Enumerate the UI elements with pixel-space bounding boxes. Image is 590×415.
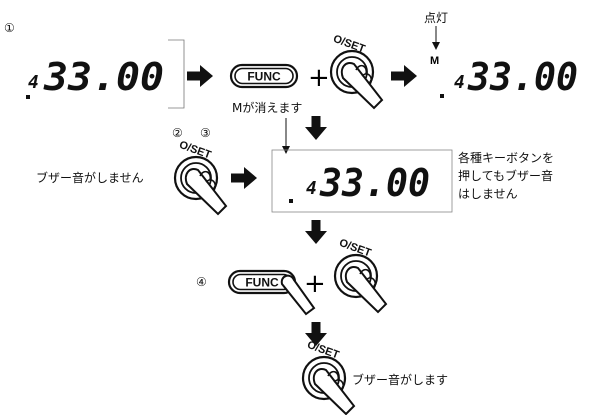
lcd-digits: 33.00 [319,161,430,205]
finger-press-icon [173,155,228,216]
lcd-prefix-digit: 4 [306,178,317,199]
step-1-marker: ① [4,21,15,35]
step-3-marker: ③ [200,126,211,140]
lcd-display-initial: 4 33.00 [26,39,185,109]
down-arrow-icon [305,116,327,140]
buzzer-sounds-label: ブザー音がします [352,372,448,387]
down-arrow-icon [305,220,327,244]
lcd-prefix-digit: 4 [28,72,39,93]
lcd-dot [26,95,30,99]
func-button[interactable]: FUNC [229,63,299,89]
oset-button[interactable]: O/SET [173,139,228,216]
step-4-marker: ④ [196,275,207,289]
finger-press-icon [280,274,316,316]
plus-sign: + [304,269,326,299]
oset-button[interactable]: O/SET [333,237,388,314]
lcd-display-m-off: 4 33.00 [271,149,453,213]
keys-note-line-3: はしません [458,187,518,201]
m-disappears-label: Mが消えます [232,100,302,115]
no-buzzer-label: ブザー音がしません [36,170,144,185]
lcd-digits: 33.00 [43,55,164,99]
finger-press-icon [301,355,356,415]
plus-sign: + [308,63,330,93]
lcd-dot [440,94,444,98]
func-button[interactable]: FUNC [227,269,316,316]
finger-press-icon [333,253,388,314]
keys-note-line-2: 押してもブザー音 [458,168,553,183]
right-arrow-icon [187,65,213,87]
m-indicator-lit: M [430,55,439,67]
svg-text:FUNC: FUNC [245,276,279,290]
right-arrow-icon [391,65,417,87]
keys-note-line-1: 各種キーボタンを [458,150,554,165]
finger-press-icon [329,49,384,110]
svg-text:FUNC: FUNC [247,70,281,84]
lcd-dot [289,199,293,203]
lcd-display-m-lit: 4 33.00 [440,55,578,99]
step-2-marker: ② [172,126,183,140]
lcd-digits: 33.00 [467,55,578,99]
oset-button[interactable]: O/SET [301,339,356,415]
lcd-prefix-digit: 4 [454,72,465,93]
oset-button[interactable]: O/SET [329,33,384,110]
right-arrow-icon [231,167,257,189]
light-on-label: 点灯 [424,11,448,25]
